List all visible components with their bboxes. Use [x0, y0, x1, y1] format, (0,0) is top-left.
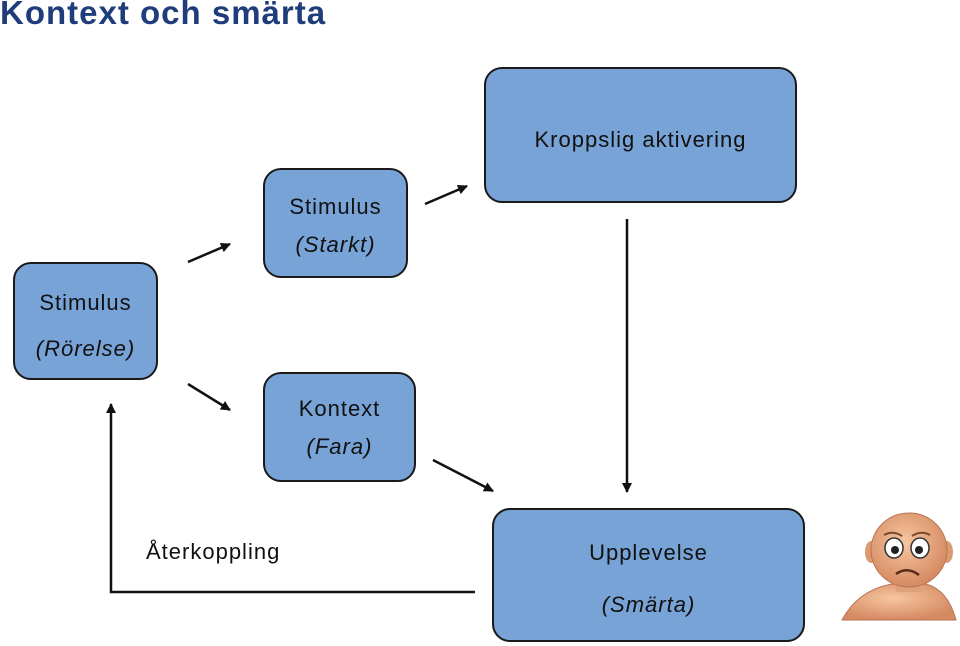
node-stimulus-rorelse-sublabel: (Rörelse): [35, 336, 136, 361]
node-kroppslig-label: Kroppslig aktivering: [534, 127, 747, 152]
arrow-rorelse-to-starkt: [187, 242, 231, 264]
node-stimulus-rorelse: Stimulus (Rörelse): [13, 262, 158, 380]
node-stimulus-starkt-label: Stimulus: [289, 194, 382, 219]
feedback-label: Återkoppling: [146, 539, 281, 564]
node-kontext-sublabel: (Fara): [306, 434, 373, 459]
page-title: Kontext och smärta: [0, 0, 327, 31]
node-kontext-label: Kontext: [298, 396, 381, 421]
arrow-kontext-to-upplevelse: [432, 458, 494, 493]
node-kontext: Kontext (Fara): [263, 372, 416, 482]
arrow-rorelse-to-kontext: [187, 382, 231, 412]
arrow-starkt-to-kroppslig: [424, 184, 468, 206]
node-stimulus-starkt: Stimulus (Starkt): [263, 168, 408, 278]
node-stimulus-rorelse-label: Stimulus: [39, 290, 132, 315]
node-upplevelse-label: Upplevelse: [589, 540, 708, 565]
node-upplevelse-sublabel: (Smärta): [601, 592, 696, 617]
node-stimulus-starkt-sublabel: (Starkt): [295, 232, 376, 257]
node-upplevelse: Upplevelse (Smärta): [492, 508, 805, 642]
node-kroppslig-aktivering: Kroppslig aktivering: [484, 67, 797, 203]
arrow-feedback-loop: [106, 403, 475, 594]
